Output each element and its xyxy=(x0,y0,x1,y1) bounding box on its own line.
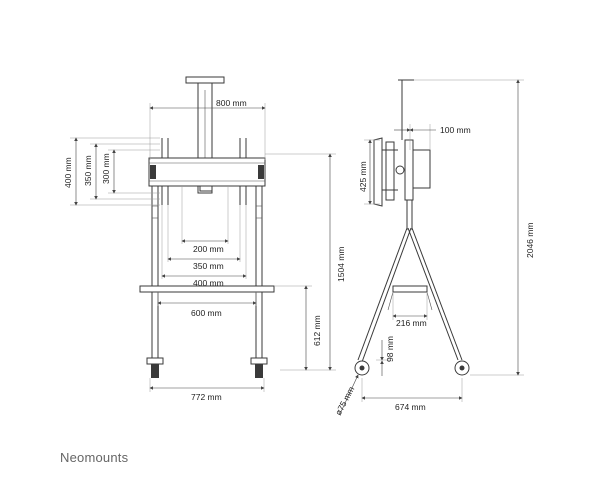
dim-425: 425 mm xyxy=(358,161,368,192)
dim-674: 674 mm xyxy=(395,402,426,412)
shelf xyxy=(392,285,428,293)
front-dimensions: 800 mm 400 mm 350 mm 300 mm 200 mm 350 m… xyxy=(63,98,346,402)
right-wheel xyxy=(255,364,263,378)
dim-216: 216 mm xyxy=(396,318,427,328)
dim-100: 100 mm xyxy=(440,125,471,135)
dim-400: 400 mm xyxy=(193,278,224,288)
dim-612: 612 mm xyxy=(312,315,322,346)
dim-350-height: 350 mm xyxy=(83,155,93,186)
dim-1504: 1504 mm xyxy=(336,247,346,282)
dim-75-wheel: ø75 mm xyxy=(333,385,356,417)
dim-350: 350 mm xyxy=(193,261,224,271)
dim-98: 98 mm xyxy=(385,336,395,362)
dim-600: 600 mm xyxy=(191,308,222,318)
dim-2046: 2046 mm xyxy=(525,223,535,258)
rear-leg xyxy=(407,227,459,361)
side-view xyxy=(354,79,470,376)
brand-logo: Neomounts xyxy=(60,450,129,465)
pivot xyxy=(395,165,405,175)
mount-bracket xyxy=(148,157,266,187)
dim-772: 772 mm xyxy=(191,392,222,402)
top-cap xyxy=(185,76,225,84)
tilt-bracket xyxy=(373,137,383,207)
front-view xyxy=(139,76,275,378)
side-dimensions: 100 mm 425 mm 216 mm 98 mm ø75 mm 674 mm… xyxy=(333,79,535,417)
dim-800: 800 mm xyxy=(216,98,247,108)
dim-200: 200 mm xyxy=(193,244,224,254)
dim-300-height: 300 mm xyxy=(101,153,111,184)
dim-400-height: 400 mm xyxy=(63,157,73,188)
crossbar xyxy=(139,285,275,293)
left-wheel xyxy=(151,364,159,378)
front-leg xyxy=(357,227,408,361)
